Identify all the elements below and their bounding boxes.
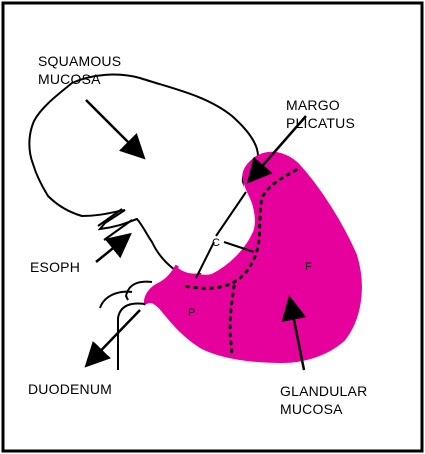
squamous-label-line2: MUCOSA bbox=[38, 71, 101, 87]
glandular-label-line2: MUCOSA bbox=[280, 401, 343, 417]
duodenum-arrow bbox=[88, 310, 140, 364]
region-f-label: F bbox=[305, 261, 312, 273]
squamous-label-line1: SQUAMOUS bbox=[38, 53, 121, 69]
region-c-label: C bbox=[212, 237, 220, 249]
esoph-arrow bbox=[96, 236, 128, 262]
margo-label-line2: PLICATUS bbox=[286, 115, 355, 131]
margo-label-line1: MARGO bbox=[286, 97, 340, 113]
glandular-label-line1: GLANDULAR bbox=[280, 383, 367, 399]
esoph-label: ESOPH bbox=[30, 259, 80, 275]
duodenum-label: DUODENUM bbox=[28, 381, 112, 397]
region-p-label: P bbox=[188, 307, 195, 319]
